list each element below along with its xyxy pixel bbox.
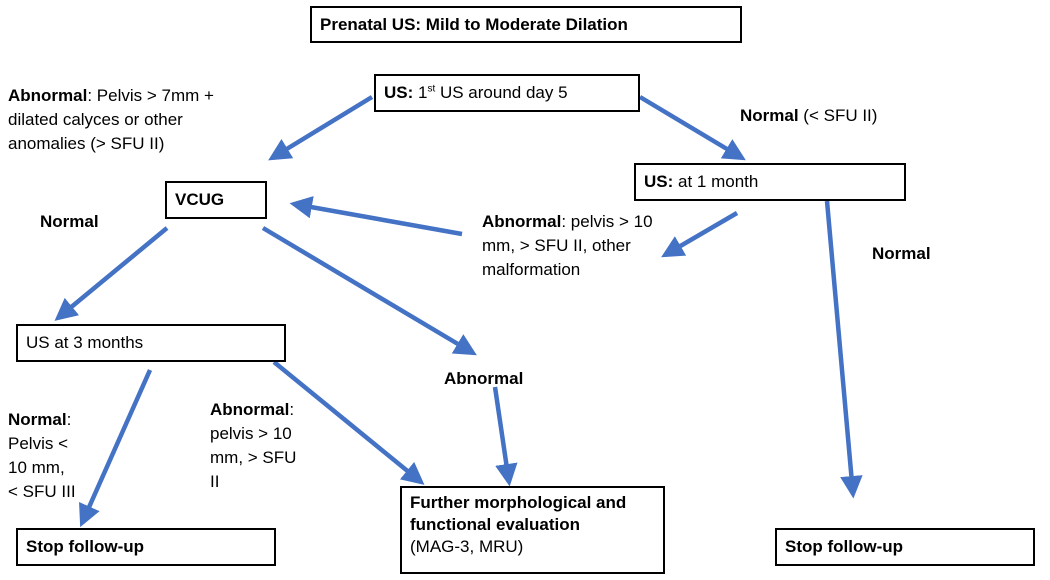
further-eval-line1: Further morphological and xyxy=(410,493,627,512)
stop-follow-up-left-text: Stop follow-up xyxy=(26,537,145,556)
label-abnormal-1-month: Abnormal: pelvis > 10 mm, > SFU II, othe… xyxy=(482,212,653,279)
us-3-months-text: US at 3 months xyxy=(26,333,144,352)
us-1-month-text: US: at 1 month xyxy=(644,172,759,191)
prenatal-us-box: Prenatal US: Mild to Moderate Dilation xyxy=(310,6,742,43)
label-normal-top-right: Normal (< SFU II) xyxy=(740,106,878,125)
us-3-months-box: US at 3 months xyxy=(16,324,286,362)
first-us-text: US: 1st US around day 5 xyxy=(384,83,568,102)
arrow-abnormal-to-vcug xyxy=(289,196,463,237)
label-normal-bottom-left: Normal: Pelvis < 10 mm, < SFU III xyxy=(8,410,76,501)
label-abnormal-mid: Abnormal xyxy=(444,369,524,388)
prenatal-us-title: Prenatal US: Mild to Moderate Dilation xyxy=(320,14,628,34)
further-eval-line3: (MAG-3, MRU) xyxy=(410,537,524,556)
label-normal-vcug: Normal xyxy=(40,212,99,231)
arrow-abnormal-to-further xyxy=(492,386,518,487)
arrow-first-us-to-1-month xyxy=(638,95,746,161)
first-us-box: US: 1st US around day 5 xyxy=(374,74,640,112)
stop-follow-up-left-box: Stop follow-up xyxy=(16,528,276,566)
arrow-first-us-to-vcug xyxy=(268,95,374,161)
arrow-vcug-to-3-months xyxy=(54,226,169,321)
vcug-box: VCUG xyxy=(165,181,267,219)
further-evaluation-box: Further morphological and functional eva… xyxy=(400,486,665,574)
label-abnormal-top-left: Abnormal: Pelvis > 7mm + dilated calyces… xyxy=(8,86,214,153)
label-normal-right: Normal xyxy=(872,244,931,263)
arrow-1-month-to-abnormal xyxy=(661,211,739,258)
label-abnormal-bottom: Abnormal: pelvis > 10 mm, > SFU II xyxy=(210,400,297,491)
vcug-text: VCUG xyxy=(175,190,225,209)
further-eval-line2: functional evaluation xyxy=(410,515,581,534)
us-1-month-box: US: at 1 month xyxy=(634,163,906,201)
arrow-1-month-to-stop-right xyxy=(824,200,863,499)
arrow-vcug-to-abnormal xyxy=(261,226,477,356)
stop-follow-up-right-text: Stop follow-up xyxy=(785,537,904,556)
stop-follow-up-right-box: Stop follow-up xyxy=(775,528,1035,566)
arrow-3-months-to-stop-left xyxy=(79,369,153,528)
